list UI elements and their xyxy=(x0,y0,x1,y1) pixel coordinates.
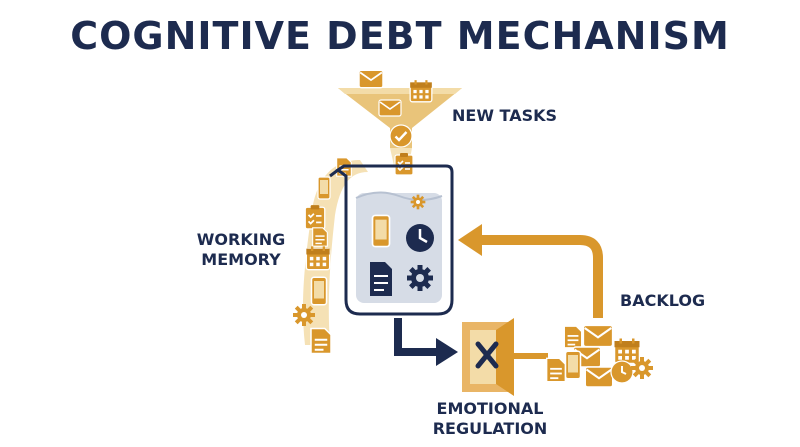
checkmark-icon xyxy=(389,124,413,148)
calendar-icon xyxy=(409,79,433,103)
gear-icon xyxy=(407,265,433,291)
clock-icon xyxy=(610,360,634,384)
working-memory-line-2: MEMORY xyxy=(201,250,281,269)
emotional-regulation-line-1: EMOTIONAL xyxy=(436,399,544,418)
working-memory-stream xyxy=(293,152,414,355)
phone-icon xyxy=(317,176,331,200)
calendar-icon xyxy=(305,245,331,271)
clipboard-icon xyxy=(394,152,414,176)
new-tasks-label: NEW TASKS xyxy=(452,106,557,126)
new-tasks-text: NEW TASKS xyxy=(452,106,558,125)
backlog-pile xyxy=(545,324,653,388)
emotional-regulation-label: EMOTIONAL REGULATION xyxy=(420,399,560,439)
phone-icon xyxy=(371,214,391,248)
working-memory-beaker xyxy=(329,164,454,316)
document-icon xyxy=(370,262,392,296)
backlog-text: BACKLOG xyxy=(620,291,706,310)
gear-icon xyxy=(631,357,653,379)
envelope-icon xyxy=(378,99,402,117)
emotional-regulation-line-2: REGULATION xyxy=(432,419,548,438)
document-icon xyxy=(563,325,583,349)
gear-icon xyxy=(293,304,315,326)
envelope-icon xyxy=(358,69,384,89)
emotional-regulation-gate xyxy=(462,318,514,396)
backlog-arrow xyxy=(458,224,603,318)
clipboard-icon xyxy=(304,204,326,230)
phone-icon xyxy=(310,276,328,306)
backlog-label: BACKLOG xyxy=(620,291,705,311)
phone-icon xyxy=(564,350,582,380)
working-memory-line-1: WORKING xyxy=(196,230,286,249)
envelope-icon xyxy=(584,366,614,388)
diagram-title: COGNITIVE DEBT MECHANISM xyxy=(70,14,730,58)
envelope-icon xyxy=(582,324,614,348)
file-icon xyxy=(545,357,567,383)
blocked-x-icon xyxy=(475,341,499,369)
overflow-arrow xyxy=(394,318,458,366)
file-icon xyxy=(310,327,332,355)
gear-icon xyxy=(410,194,426,210)
document-icon xyxy=(311,227,329,247)
working-memory-label: WORKING MEMORY xyxy=(186,230,296,270)
